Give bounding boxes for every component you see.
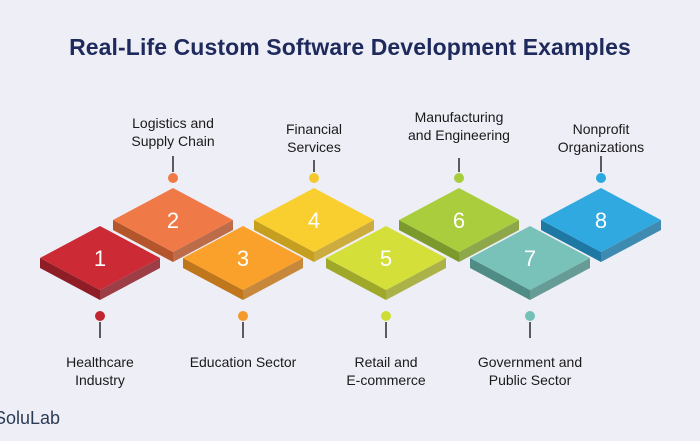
step-3-number: 3 [237, 246, 249, 271]
step-6-left-face [399, 220, 459, 262]
step-2-right-face [173, 220, 233, 262]
step-1-tile: 1 [40, 226, 160, 300]
step-8-marker-dot [596, 173, 606, 183]
step-6-marker-dot [454, 173, 464, 183]
step-4-left-face [254, 220, 314, 262]
step-2-number: 2 [167, 208, 179, 233]
step-1-marker-dot [95, 311, 105, 321]
step-1-left-face [40, 258, 100, 300]
step-8-number: 8 [595, 208, 607, 233]
step-5-right-face [386, 258, 446, 300]
step-4-number: 4 [308, 208, 320, 233]
step-5-top-face [326, 226, 446, 290]
step-5-tile: 5 [326, 226, 446, 300]
step-6-right-face [459, 220, 519, 262]
step-2-top-face [113, 188, 233, 252]
step-1-right-face [100, 258, 160, 300]
step-1-top-face [40, 226, 160, 290]
step-8-right-face [601, 220, 661, 262]
step-7-label: Government and Public Sector [477, 354, 583, 388]
step-3-label: Education Sector [189, 354, 297, 370]
step-2-tile: 2 [113, 188, 233, 262]
step-3-left-face [183, 258, 243, 300]
step-7-number: 7 [524, 246, 536, 271]
step-2-left-face [113, 220, 173, 262]
step-7-marker-dot [525, 311, 535, 321]
step-4-top-face [254, 188, 374, 252]
step-4-label: Financial Services [285, 121, 343, 155]
step-5-number: 5 [380, 246, 392, 271]
step-8-label: Nonprofit Organizations [557, 121, 645, 155]
step-4-tile: 4 [254, 188, 374, 262]
step-3-tile: 3 [183, 226, 303, 300]
step-3-right-face [243, 258, 303, 300]
step-2-label: Logistics and Supply Chain [131, 115, 215, 149]
step-5-left-face [326, 258, 386, 300]
step-4-marker-dot [309, 173, 319, 183]
step-7-right-face [530, 258, 590, 300]
step-5-label: Retail and E-commerce [346, 354, 426, 388]
step-3-top-face [183, 226, 303, 290]
step-7-tile: 7 [470, 226, 590, 300]
step-1-number: 1 [94, 246, 106, 271]
step-1-label: Healthcare Industry [66, 354, 134, 388]
step-7-left-face [470, 258, 530, 300]
step-8-left-face [541, 220, 601, 262]
step-8-tile: 8 [541, 188, 661, 262]
step-2-marker-dot [168, 173, 178, 183]
step-7-top-face [470, 226, 590, 290]
step-6-number: 6 [453, 208, 465, 233]
step-6-label: Manufacturing and Engineering [408, 109, 510, 143]
step-6-top-face [399, 188, 519, 252]
page-title: Real-Life Custom Software Development Ex… [69, 34, 631, 60]
step-4-right-face [314, 220, 374, 262]
step-6-tile: 6 [399, 188, 519, 262]
step-5-marker-dot [381, 311, 391, 321]
step-3-marker-dot [238, 311, 248, 321]
brand-logo-text: SoluLab [0, 408, 61, 428]
step-8-top-face [541, 188, 661, 252]
